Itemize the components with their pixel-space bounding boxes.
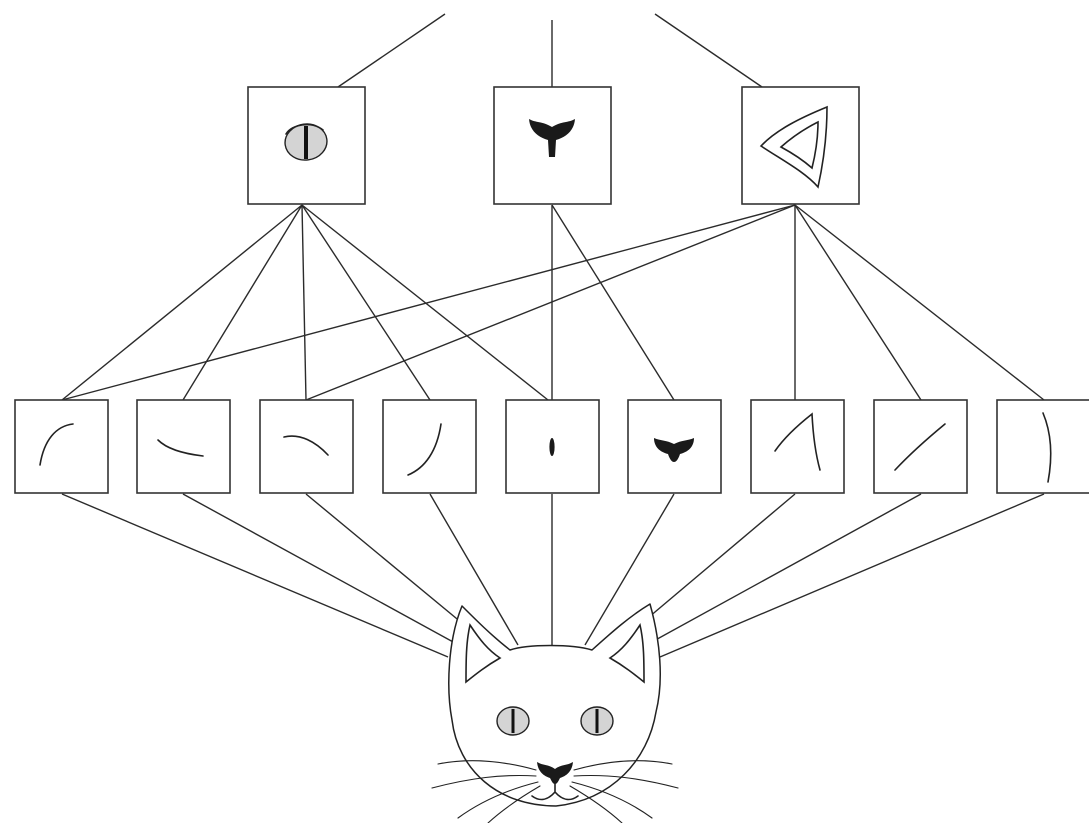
edge-feature-2: [136, 399, 231, 494]
edge: [182, 204, 303, 401]
nose-blob-icon: [654, 438, 694, 462]
top-feature-ear: [741, 86, 860, 205]
left-inner-ear: [465, 623, 502, 684]
edge: [794, 204, 922, 401]
edge: [182, 493, 456, 644]
edge: [61, 493, 449, 658]
cat-face-icon: [431, 603, 679, 823]
edges-input-to-top: [337, 13, 763, 88]
feature-box: [741, 86, 860, 205]
curve-rise-icon: [407, 423, 442, 476]
edges-top-to-middle: [61, 204, 1045, 401]
pupil-slit-icon: [549, 438, 555, 456]
cat-head-outline: [448, 603, 662, 807]
ear-shape-icon: [774, 412, 821, 471]
cat-mouth: [531, 783, 579, 801]
edge: [337, 13, 446, 88]
edge: [654, 13, 763, 88]
top-feature-eye: [247, 86, 366, 205]
top-layer: [247, 86, 860, 205]
right-inner-ear: [608, 623, 645, 684]
edge: [649, 493, 922, 644]
edge-feature-1: [14, 399, 109, 494]
edge: [429, 493, 519, 646]
ear-icon: [759, 105, 828, 189]
edge: [584, 493, 675, 646]
edge: [61, 204, 303, 401]
edge: [794, 204, 1045, 401]
eye-icon: [284, 123, 328, 161]
edge-feature-8: [873, 399, 968, 494]
edges-middle-to-cat: [61, 493, 1045, 658]
cat-nose: [537, 762, 573, 784]
edge: [551, 204, 675, 401]
curve-arc-icon: [39, 423, 74, 466]
right-eye: [580, 706, 614, 736]
edge: [305, 204, 796, 401]
edge: [305, 493, 469, 629]
edge: [301, 204, 431, 401]
edge: [301, 204, 549, 401]
edge-feature-7: [750, 399, 845, 494]
edge: [635, 493, 796, 629]
diagonal-stroke-icon: [894, 423, 946, 471]
curve-hump-icon: [283, 435, 329, 456]
edge: [61, 204, 796, 401]
left-eye: [496, 706, 530, 736]
edge: [301, 204, 307, 401]
edge-feature-3: [259, 399, 354, 494]
top-feature-nose: [493, 86, 612, 205]
edge-feature-4: [382, 399, 477, 494]
nose-icon: [529, 119, 575, 157]
curve-dip-icon: [157, 439, 204, 457]
whiskers: [431, 760, 679, 823]
edge-feature-5: [505, 399, 600, 494]
edge-feature-layer: [14, 399, 1089, 494]
vertical-curve-icon: [1042, 412, 1052, 483]
edge: [659, 493, 1045, 658]
edge-feature-6: [627, 399, 722, 494]
edge-feature-9: [996, 399, 1089, 494]
